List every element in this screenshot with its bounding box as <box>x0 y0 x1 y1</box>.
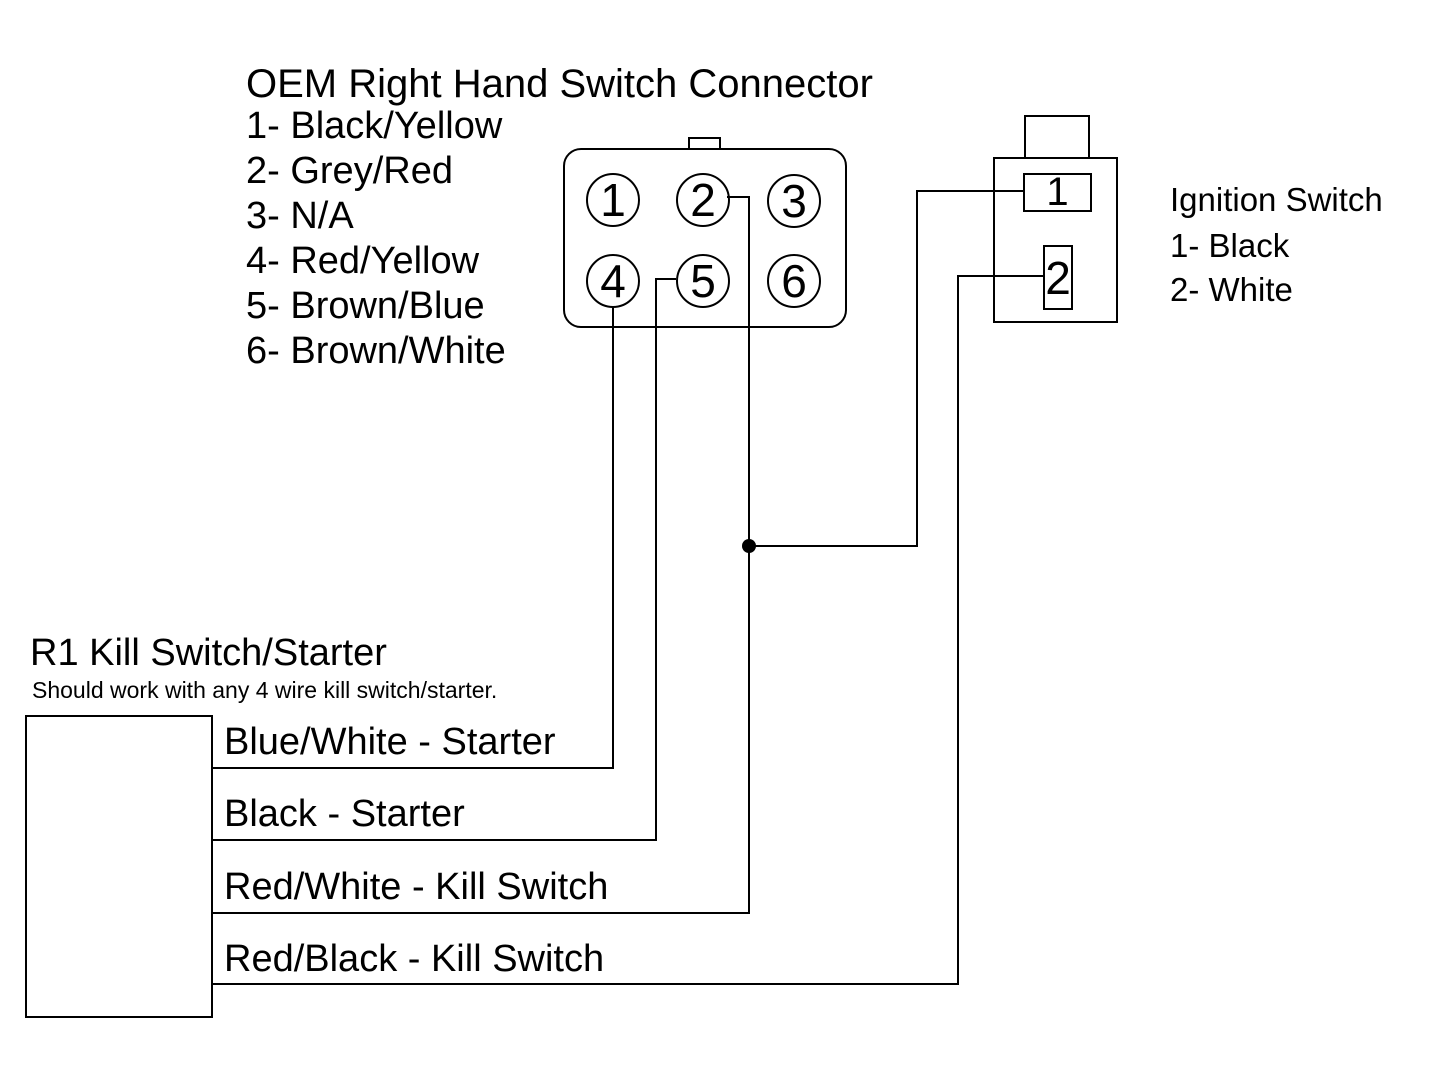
connector-pin-1-number: 1 <box>600 174 626 226</box>
kill-switch-box <box>25 715 213 1018</box>
ignition-pin-list: 1- Black 2- White <box>1170 224 1293 312</box>
connector-pin-5: 5 <box>676 254 730 308</box>
connector-tab <box>688 137 721 150</box>
connector-pin-6: 6 <box>767 254 821 308</box>
connector-body <box>563 148 847 328</box>
ignition-pin-list-item-2: 2- White <box>1170 271 1293 308</box>
kill-switch-title: R1 Kill Switch/Starter <box>30 632 387 674</box>
connector-pin-6-number: 6 <box>781 255 807 307</box>
wire-label-black-starter: Black - Starter <box>224 793 465 835</box>
ignition-pin-2-number: 2 <box>1045 251 1071 304</box>
ignition-pin-2: 2 <box>1043 245 1073 310</box>
oem-pin-list-item-1: 1- Black/Yellow <box>246 105 503 147</box>
connector-pin-5-number: 5 <box>690 255 716 307</box>
oem-pin-list-item-3: 3- N/A <box>246 195 354 237</box>
ignition-pin-1: 1 <box>1023 170 1092 214</box>
connector-pin-1: 1 <box>586 173 640 227</box>
connector-pin-4-number: 4 <box>600 255 626 307</box>
wire-label-red-black-kill-switch: Red/Black - Kill Switch <box>224 938 605 980</box>
junction-dot <box>742 539 756 553</box>
connector-pin-3-number: 3 <box>781 175 807 227</box>
oem-pin-list-item-2: 2- Grey/Red <box>246 150 453 192</box>
connector-pin-2-number: 2 <box>690 174 716 226</box>
oem-pin-list-item-4: 4- Red/Yellow <box>246 240 480 282</box>
connector-pin-2: 2 <box>676 173 730 227</box>
ignition-switch-title: Ignition Switch <box>1170 181 1383 218</box>
wire-label-blue-white-starter: Blue/White - Starter <box>224 721 556 763</box>
wire-label-red-white-kill-switch: Red/White - Kill Switch <box>224 866 609 908</box>
oem-pin-list-item-6: 6- Brown/White <box>246 330 506 372</box>
kill-switch-subtitle: Should work with any 4 wire kill switch/… <box>32 677 498 703</box>
connector-pin-3: 3 <box>767 174 821 228</box>
connector-pin-4: 4 <box>586 254 640 308</box>
oem-pin-list: 1- Black/Yellow 2- Grey/Red 3- N/A 4- Re… <box>246 104 506 374</box>
ignition-switch-tab <box>1024 115 1090 159</box>
ignition-pin-1-number: 1 <box>1046 170 1069 214</box>
ignition-switch-body <box>993 157 1118 323</box>
oem-pin-list-item-5: 5- Brown/Blue <box>246 285 485 327</box>
ignition-pin-list-item-1: 1- Black <box>1170 227 1290 264</box>
oem-connector-title: OEM Right Hand Switch Connector <box>246 62 873 106</box>
